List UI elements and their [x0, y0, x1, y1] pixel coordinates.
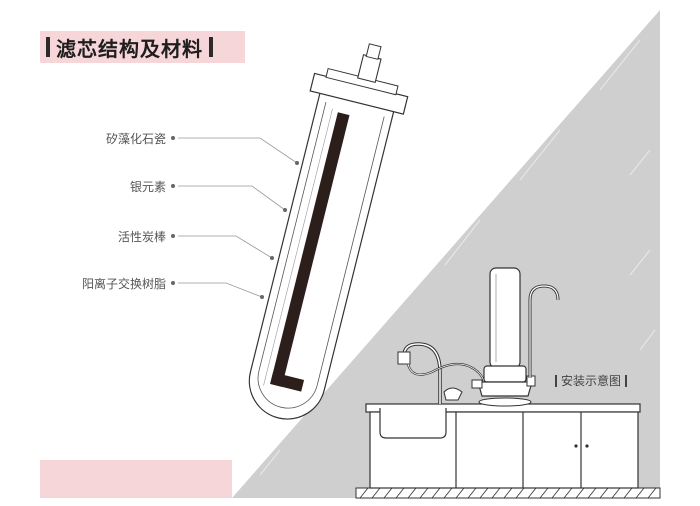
label-activated-carbon-rod: 活性炭棒: [117, 230, 166, 244]
install-caption-text: 安装示意图: [561, 374, 622, 388]
filter-housing: [489, 267, 521, 369]
filter-cartridge: [248, 43, 409, 420]
title-banner: 滤芯结构及材料: [40, 31, 245, 63]
label-cation-exchange-resin: 阳离子交换树脂: [81, 277, 166, 291]
leader-dots: [171, 136, 299, 299]
caption-bar-left: [555, 374, 557, 387]
leader-lines: [178, 137, 298, 298]
installation-scene: [355, 267, 661, 499]
label-diatomite-ceramic: 矽藻化石瓷: [105, 132, 166, 146]
title-bar-left: [46, 37, 50, 57]
faucet-handle: [443, 387, 463, 401]
filter-base: [477, 381, 533, 397]
page-title: 滤芯结构及材料: [56, 36, 203, 61]
pink-accent-strip: [40, 460, 232, 498]
title-bar-right: [209, 37, 213, 57]
sink-basin: [379, 408, 447, 439]
cartridge-inner-wall: [257, 101, 385, 409]
diverter-valve: [397, 351, 411, 365]
cartridge-outlet-tip: [365, 43, 382, 60]
caption-bar-right: [625, 374, 628, 387]
label-silver-element: 银元素: [129, 180, 166, 194]
install-diagram-caption: 安装示意图: [551, 372, 631, 389]
carbon-core: [270, 112, 350, 387]
top-glow: [150, 0, 390, 30]
gray-diagonal-panel: [232, 10, 660, 498]
carbon-core-base: [270, 372, 305, 392]
filter-base-ring: [483, 365, 527, 383]
